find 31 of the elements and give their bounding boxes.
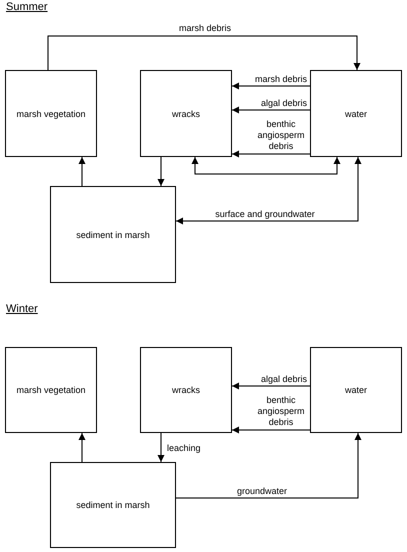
box-label: wracks bbox=[172, 385, 200, 395]
box-label: sediment in marsh bbox=[76, 500, 150, 510]
box-label: sediment in marsh bbox=[76, 230, 150, 240]
box-label: water bbox=[344, 385, 367, 395]
process-box bbox=[5, 347, 97, 433]
box-label: wracks bbox=[172, 108, 200, 118]
arrow bbox=[192, 156, 340, 174]
arrow bbox=[78, 432, 86, 462]
arrow bbox=[158, 156, 164, 186]
process-box bbox=[140, 347, 232, 433]
arrow bbox=[158, 432, 164, 462]
arrow bbox=[232, 426, 310, 434]
arrow bbox=[232, 106, 310, 114]
process-box bbox=[5, 70, 97, 157]
section-heading: Summer bbox=[6, 1, 48, 13]
process-box bbox=[140, 70, 232, 157]
arrow bbox=[78, 156, 86, 186]
arrow bbox=[176, 156, 362, 224]
box-label: water bbox=[344, 108, 367, 118]
arrow bbox=[232, 382, 310, 390]
section-heading: Winter bbox=[6, 303, 38, 315]
box-label: marsh vegetation bbox=[16, 108, 86, 118]
arrow bbox=[232, 82, 310, 90]
process-box bbox=[310, 347, 402, 433]
process-box bbox=[50, 462, 176, 548]
box-label: marsh vegetation bbox=[16, 385, 86, 395]
arrow bbox=[176, 432, 362, 498]
process-box bbox=[50, 186, 176, 283]
arrow bbox=[48, 36, 360, 70]
arrow bbox=[232, 150, 310, 158]
process-box bbox=[310, 70, 402, 157]
